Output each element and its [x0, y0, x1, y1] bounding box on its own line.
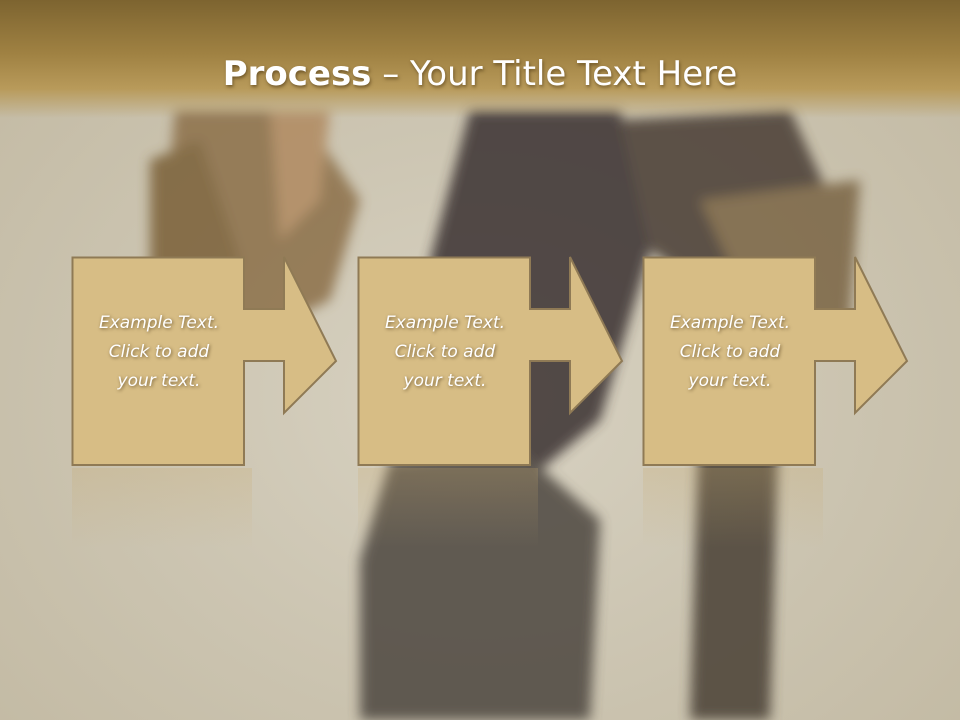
step-text-3: Example Text. Click to add your text.	[669, 313, 791, 391]
step-text-1: Example Text. Click to add your text.	[98, 313, 220, 391]
process-step-1[interactable]: Example Text. Click to add your text.	[71, 256, 338, 467]
step-text-2: Example Text. Click to add your text.	[384, 313, 506, 391]
process-step-3[interactable]: Example Text. Click to add your text.	[642, 256, 909, 467]
step-reflection-1	[72, 468, 252, 548]
step-reflection-3	[643, 468, 823, 548]
slide-title[interactable]: Process – Your Title Text Here	[0, 52, 960, 96]
step-arrow-shape-2	[357, 256, 624, 466]
title-bold: Process	[222, 54, 372, 94]
process-step-2[interactable]: Example Text. Click to add your text.	[357, 256, 624, 467]
title-rest: – Your Title Text Here	[371, 54, 738, 94]
step-arrow-shape-3	[642, 256, 909, 466]
title-bar	[0, 0, 960, 118]
step-arrow-shape-1	[71, 256, 338, 466]
step-reflection-2	[358, 468, 538, 548]
